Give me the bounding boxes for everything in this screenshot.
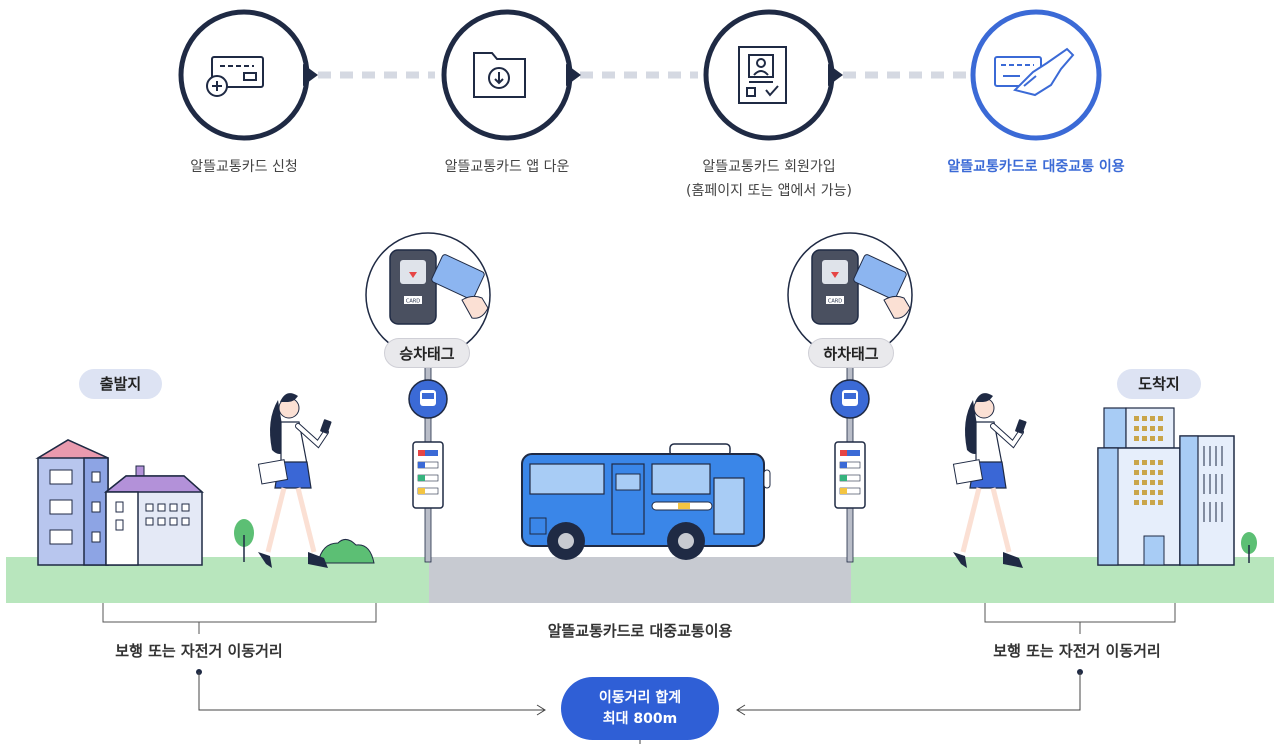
origin-badge: 출발지 [79,369,162,399]
step-3-label: 알뜰교통카드 회원가입 [702,159,836,175]
reader-card-label-2: CARD [828,299,842,305]
right-distance-bracket [984,603,1176,634]
reader-card-label: CARD [406,299,420,305]
total-distance-badge: 이동거리 합계 최대 800m [561,677,719,740]
destination-badge: 도착지 [1117,369,1201,399]
tree-right [1241,532,1257,563]
bus-stop-sign-left [408,379,448,509]
card-handshake-icon [970,9,1102,141]
scene-graphic: CARD [6,232,1274,744]
left-distance-label: 보행 또는 자전거 이동거리 [115,642,283,660]
walking-woman-right [952,393,1027,568]
right-distance-label: 보행 또는 자전거 이동거리 [993,642,1161,660]
board-tag-badge: 승차태그 [384,338,470,368]
bus [521,443,771,560]
total-distance-title: 이동거리 합계 [598,690,682,706]
bus-stop-sign-right [830,379,870,509]
total-connector-right [736,669,1083,716]
alight-tag-badge: 하차태그 [808,338,894,368]
step-2-label: 알뜰교통카드 앱 다운 [444,159,570,175]
step-1-label: 알뜰교통카드 신청 [190,159,298,175]
tree-left [234,519,254,562]
total-connector-left [196,669,546,716]
card-add-icon [178,9,318,141]
step-3-sublabel: (홈페이지 또는 앱에서 가능) [686,183,852,199]
total-distance-value: 최대 800m [602,711,678,727]
member-form-icon [703,9,843,141]
transit-label: 알뜰교통카드로 대중교통이용 [547,622,733,640]
steps-graphic [178,9,1102,141]
step-4-label: 알뜰교통카드로 대중교통 이용 [947,159,1125,175]
walking-woman-left [257,393,332,568]
residential-buildings [35,439,204,566]
folder-download-icon [441,9,581,141]
road [429,557,851,603]
left-distance-bracket [102,603,377,634]
office-buildings [1097,407,1235,566]
bush-left [317,539,375,564]
